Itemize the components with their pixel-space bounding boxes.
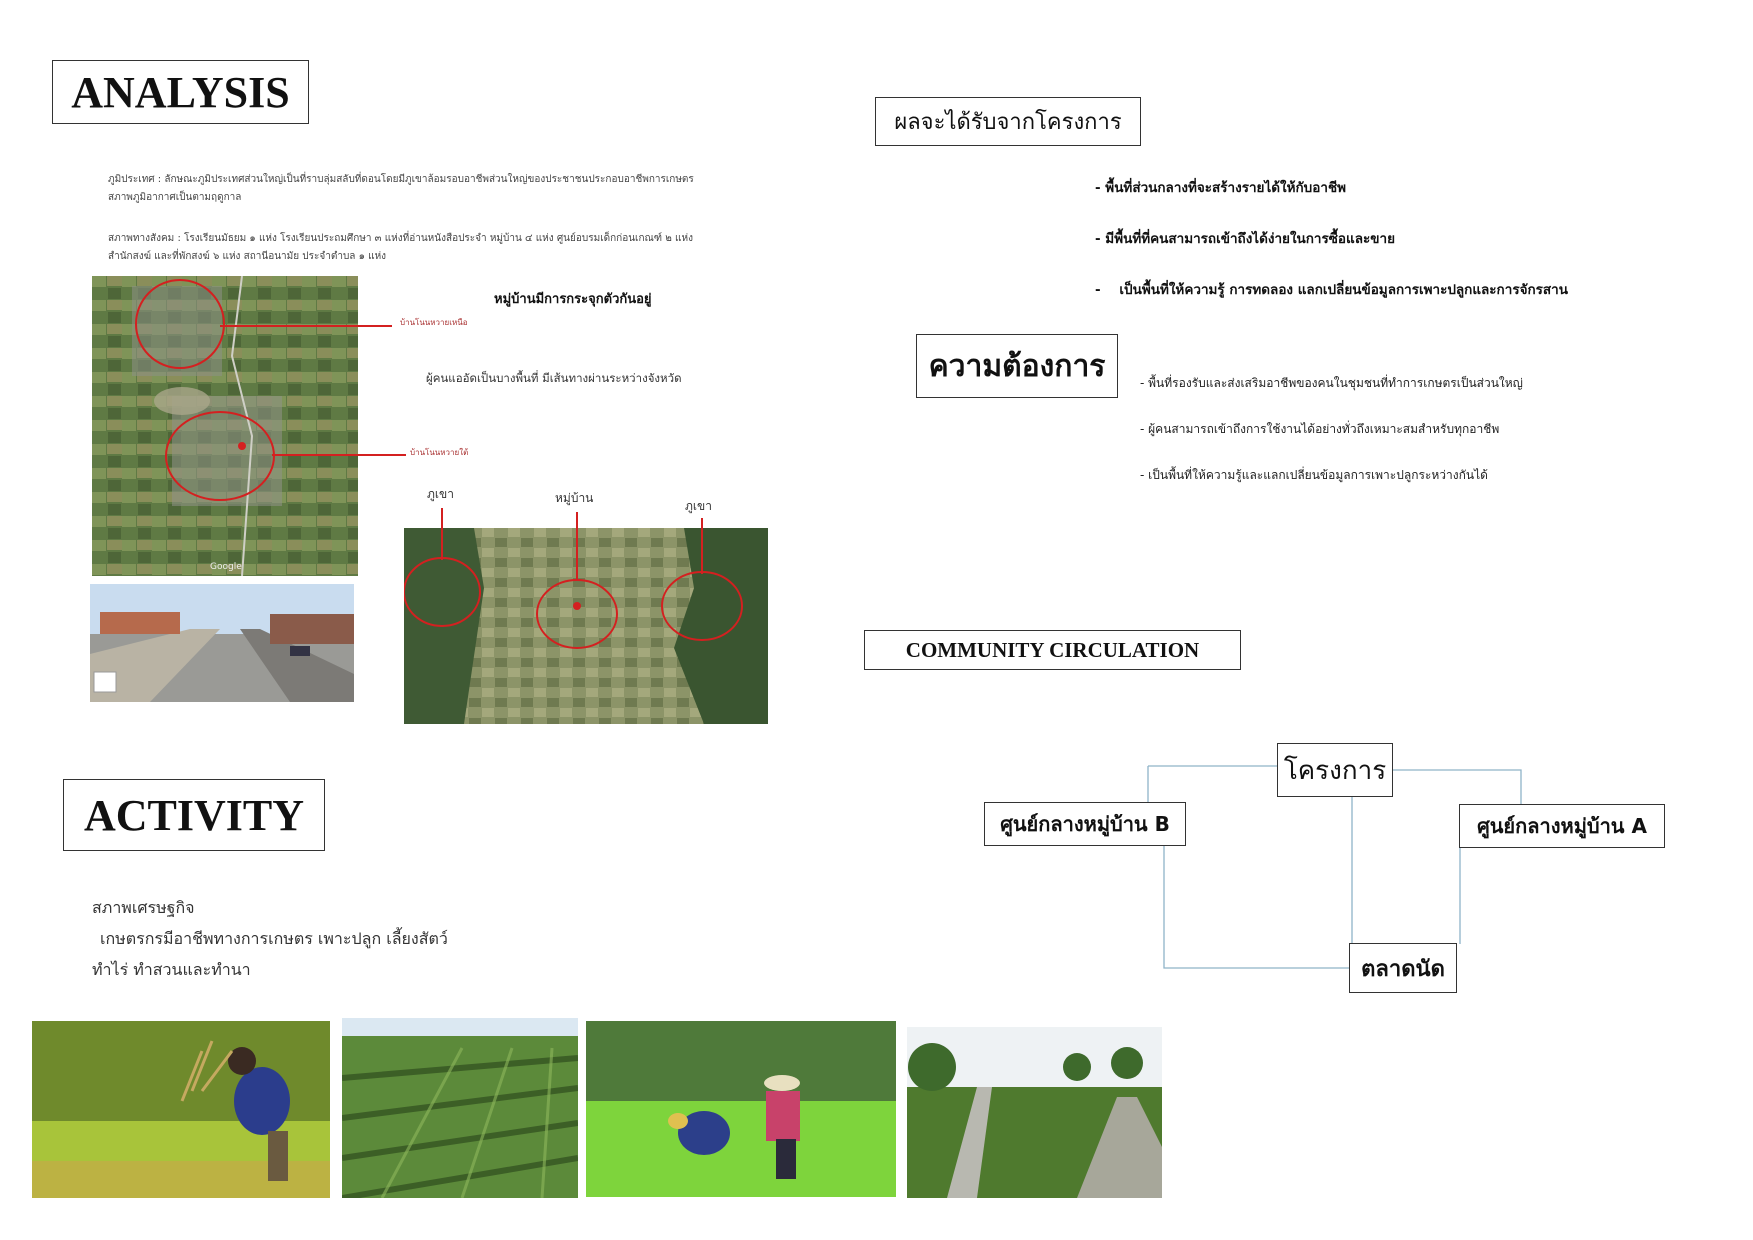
need-item-1: - พื้นที่รองรับและส่งเสริมอาชีพของคนในชุ… xyxy=(1140,376,1523,390)
activity-title: ACTIVITY xyxy=(63,779,325,851)
need-item-3: - เป็นพื้นที่ให้ความรู้และแลกเปลี่ยนข้อม… xyxy=(1140,468,1488,482)
village-map-label: หมู่บ้าน xyxy=(555,491,594,505)
street-photo xyxy=(90,584,354,702)
social-text: สภาพทางสังคม : โรงเรียนมัธยม ๑ แห่ง โรงเ… xyxy=(108,233,693,262)
photo-vegetable-garden xyxy=(907,1027,1162,1198)
map-pointer-lines xyxy=(220,325,406,456)
mountain-left-label: ภูเขา xyxy=(427,487,454,501)
region-pointer-lines xyxy=(441,508,703,580)
south-village-label: บ้านโนนหวายใต้ xyxy=(410,448,469,457)
circulation-title: COMMUNITY CIRCULATION xyxy=(864,630,1241,670)
village-note: หมู่บ้านมีการกระจุกตัวกันอยู่ xyxy=(494,292,652,307)
benefits-title: ผลจะได้รับจากโครงการ xyxy=(875,97,1141,146)
photo-rice-paddy-workers xyxy=(586,1021,896,1197)
benefit-item-1: - พื้นที่ส่วนกลางที่จะสร้างรายได้ให้กับอ… xyxy=(1095,180,1347,196)
analysis-title: ANALYSIS xyxy=(52,60,309,124)
economy-text: สภาพเศรษฐกิจ เกษตรกรมีอาชีพทางการเกษตร เ… xyxy=(92,898,448,979)
geography-text: ภูมิประเทศ : ลักษณะภูมิประเทศส่วนใหญ่เป็… xyxy=(108,174,694,203)
road-note: ผู้คนแออัดเป็นบางพื้นที่ มีเส้นทางผ่านระ… xyxy=(426,371,682,385)
mountain-right-label: ภูเขา xyxy=(685,499,712,513)
needs-title: ความต้องการ xyxy=(916,334,1118,398)
node-market: ตลาดนัด xyxy=(1349,943,1457,993)
node-center-b: ศูนย์กลางหมู่บ้าน B xyxy=(984,802,1186,846)
benefit-item-3: - เป็นพื้นที่ให้ความรู้ การทดลอง แลกเปลี… xyxy=(1095,282,1568,298)
satellite-map-region xyxy=(404,528,768,724)
photo-rice-farmer xyxy=(32,1021,330,1198)
need-item-2: - ผู้คนสามารถเข้าถึงการใช้งานได้อย่างทั่… xyxy=(1140,422,1500,436)
node-project: โครงการ xyxy=(1277,743,1393,797)
photo-crop-field xyxy=(342,1018,578,1198)
node-center-a: ศูนย์กลางหมู่บ้าน A xyxy=(1459,804,1665,848)
north-village-label: บ้านโนนหวายเหนือ xyxy=(400,318,468,327)
benefit-item-2: - มีพื้นที่ที่คนสามารถเข้าถึงได้ง่ายในกา… xyxy=(1095,231,1395,247)
map-brand-label: Google xyxy=(210,562,242,572)
